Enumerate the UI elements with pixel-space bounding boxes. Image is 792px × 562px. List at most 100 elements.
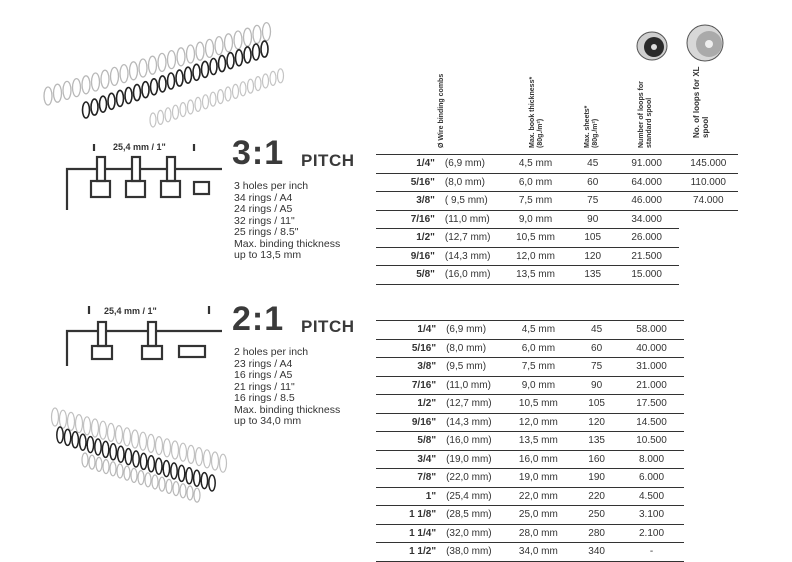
cell-sheets: 45 bbox=[574, 320, 620, 340]
cell-thickness: 28,0 mm bbox=[502, 524, 575, 543]
pitch-3-1-word: PITCH bbox=[301, 151, 355, 170]
comb-loop bbox=[176, 47, 186, 67]
comb-loop bbox=[102, 458, 110, 475]
spec-line: up to 34,0 mm bbox=[234, 415, 302, 427]
spec-line: 24 rings / A5 bbox=[234, 203, 293, 215]
cell-size: 1/2" bbox=[376, 228, 441, 248]
cell-size: 1 1/4" bbox=[376, 524, 443, 543]
comb-loop bbox=[151, 474, 159, 490]
comb-loop bbox=[170, 440, 180, 460]
cell-std-loops: 6.000 bbox=[619, 468, 684, 488]
comb-loop bbox=[81, 101, 91, 119]
comb-loop bbox=[132, 83, 142, 102]
cell-mm: (12,7 mm) bbox=[442, 394, 503, 414]
comb-loop bbox=[202, 449, 212, 469]
comb-loop bbox=[193, 487, 201, 503]
comb-loop bbox=[260, 40, 269, 58]
cell-sheets: 340 bbox=[574, 542, 620, 562]
cell-xl-loops bbox=[679, 210, 738, 229]
comb-loop bbox=[195, 41, 205, 61]
cell-std-loops: 64.000 bbox=[614, 173, 679, 192]
cell-mm: (14,3 mm) bbox=[442, 413, 503, 432]
comb-loop bbox=[124, 86, 133, 105]
spec-line: 25 rings / 8.5" bbox=[234, 226, 299, 238]
comb-loop bbox=[204, 38, 215, 59]
cell-std-loops: 31.000 bbox=[619, 357, 684, 377]
cell-std-loops: 10.500 bbox=[619, 431, 684, 451]
comb-loop bbox=[95, 456, 103, 473]
cell-mm: (16,0 mm) bbox=[442, 431, 503, 451]
comb-loop bbox=[130, 467, 138, 484]
cell-mm: (28,5 mm) bbox=[442, 505, 503, 525]
cell-thickness: 4,5 mm bbox=[502, 320, 575, 340]
cell-sheets: 135 bbox=[570, 265, 615, 285]
cell-thickness: 12,0 mm bbox=[500, 247, 571, 266]
comb-loop bbox=[216, 88, 225, 105]
cell-sheets: 90 bbox=[570, 210, 615, 229]
cell-size: 5/16" bbox=[376, 339, 443, 358]
comb-loop bbox=[144, 472, 152, 488]
comb-loop bbox=[154, 457, 163, 475]
comb-loop bbox=[177, 464, 186, 483]
pitch-3-1-diagram bbox=[65, 144, 222, 210]
comb-loop bbox=[43, 86, 53, 106]
comb-loop bbox=[214, 35, 224, 56]
comb-loop bbox=[82, 416, 92, 436]
comb-loop bbox=[149, 78, 159, 96]
cell-std-loops: 21.000 bbox=[619, 376, 684, 395]
cell-mm: (19,0 mm) bbox=[442, 450, 503, 469]
spec-line: 34 rings / A4 bbox=[234, 191, 293, 204]
xl-spool-icon bbox=[686, 24, 724, 62]
comb-loop bbox=[166, 72, 176, 90]
cell-size: 9/16" bbox=[376, 247, 441, 266]
cell-std-loops: 26.000 bbox=[614, 228, 679, 248]
comb-loop bbox=[86, 435, 95, 454]
cell-mm: (12,7 mm) bbox=[440, 228, 501, 248]
cell-mm: (8,0 mm) bbox=[442, 339, 503, 358]
comb-loop bbox=[128, 61, 139, 81]
cell-size: 1" bbox=[376, 487, 443, 506]
comb-loop bbox=[66, 411, 76, 431]
comb-loop bbox=[158, 75, 167, 93]
comb-loop bbox=[90, 418, 100, 438]
comb-loop bbox=[138, 58, 148, 78]
cell-sheets: 45 bbox=[570, 154, 615, 174]
comb-loop bbox=[149, 112, 157, 128]
cell-std-loops: 91.000 bbox=[614, 154, 679, 174]
spec-line: 2 holes per inch bbox=[234, 346, 309, 358]
comb-loop bbox=[200, 60, 210, 79]
cell-std-loops: - bbox=[619, 542, 684, 562]
cell-size: 1/2" bbox=[376, 394, 443, 414]
cell-thickness: 6,0 mm bbox=[502, 339, 575, 358]
cell-std-loops: 21.500 bbox=[614, 247, 679, 266]
cell-xl-loops bbox=[679, 266, 738, 285]
comb-loop bbox=[81, 452, 89, 468]
cell-thickness: 34,0 mm bbox=[502, 542, 575, 562]
cell-thickness: 7,5 mm bbox=[502, 357, 575, 377]
cell-mm: (11,0 mm) bbox=[440, 210, 501, 229]
spec-line: 23 rings / A4 bbox=[234, 357, 293, 370]
comb-loop bbox=[186, 485, 194, 501]
comb-loop bbox=[166, 49, 177, 70]
spool-icon bbox=[636, 31, 668, 61]
header-sheets: Max. sheets* (80g./m²) bbox=[584, 100, 600, 148]
header-comb: Ø Wire binding combs bbox=[438, 73, 445, 148]
comb-loop bbox=[252, 24, 262, 45]
cell-xl-loops: 145.000 bbox=[678, 154, 738, 174]
cell-mm: (16,0 mm) bbox=[440, 265, 501, 285]
comb-loop bbox=[78, 433, 87, 451]
cell-mm: (25,4 mm) bbox=[442, 487, 503, 506]
cell-std-loops: 2.100 bbox=[619, 524, 684, 543]
spec-line: Max. binding thickness bbox=[234, 237, 341, 250]
cell-std-loops: 34.000 bbox=[614, 210, 679, 229]
comb-loop bbox=[218, 453, 228, 473]
cell-thickness: 12,0 mm bbox=[502, 413, 575, 432]
comb-loop bbox=[147, 55, 158, 75]
comb-loop bbox=[185, 44, 196, 64]
comb-loop bbox=[178, 442, 188, 462]
comb-loop bbox=[183, 66, 193, 85]
